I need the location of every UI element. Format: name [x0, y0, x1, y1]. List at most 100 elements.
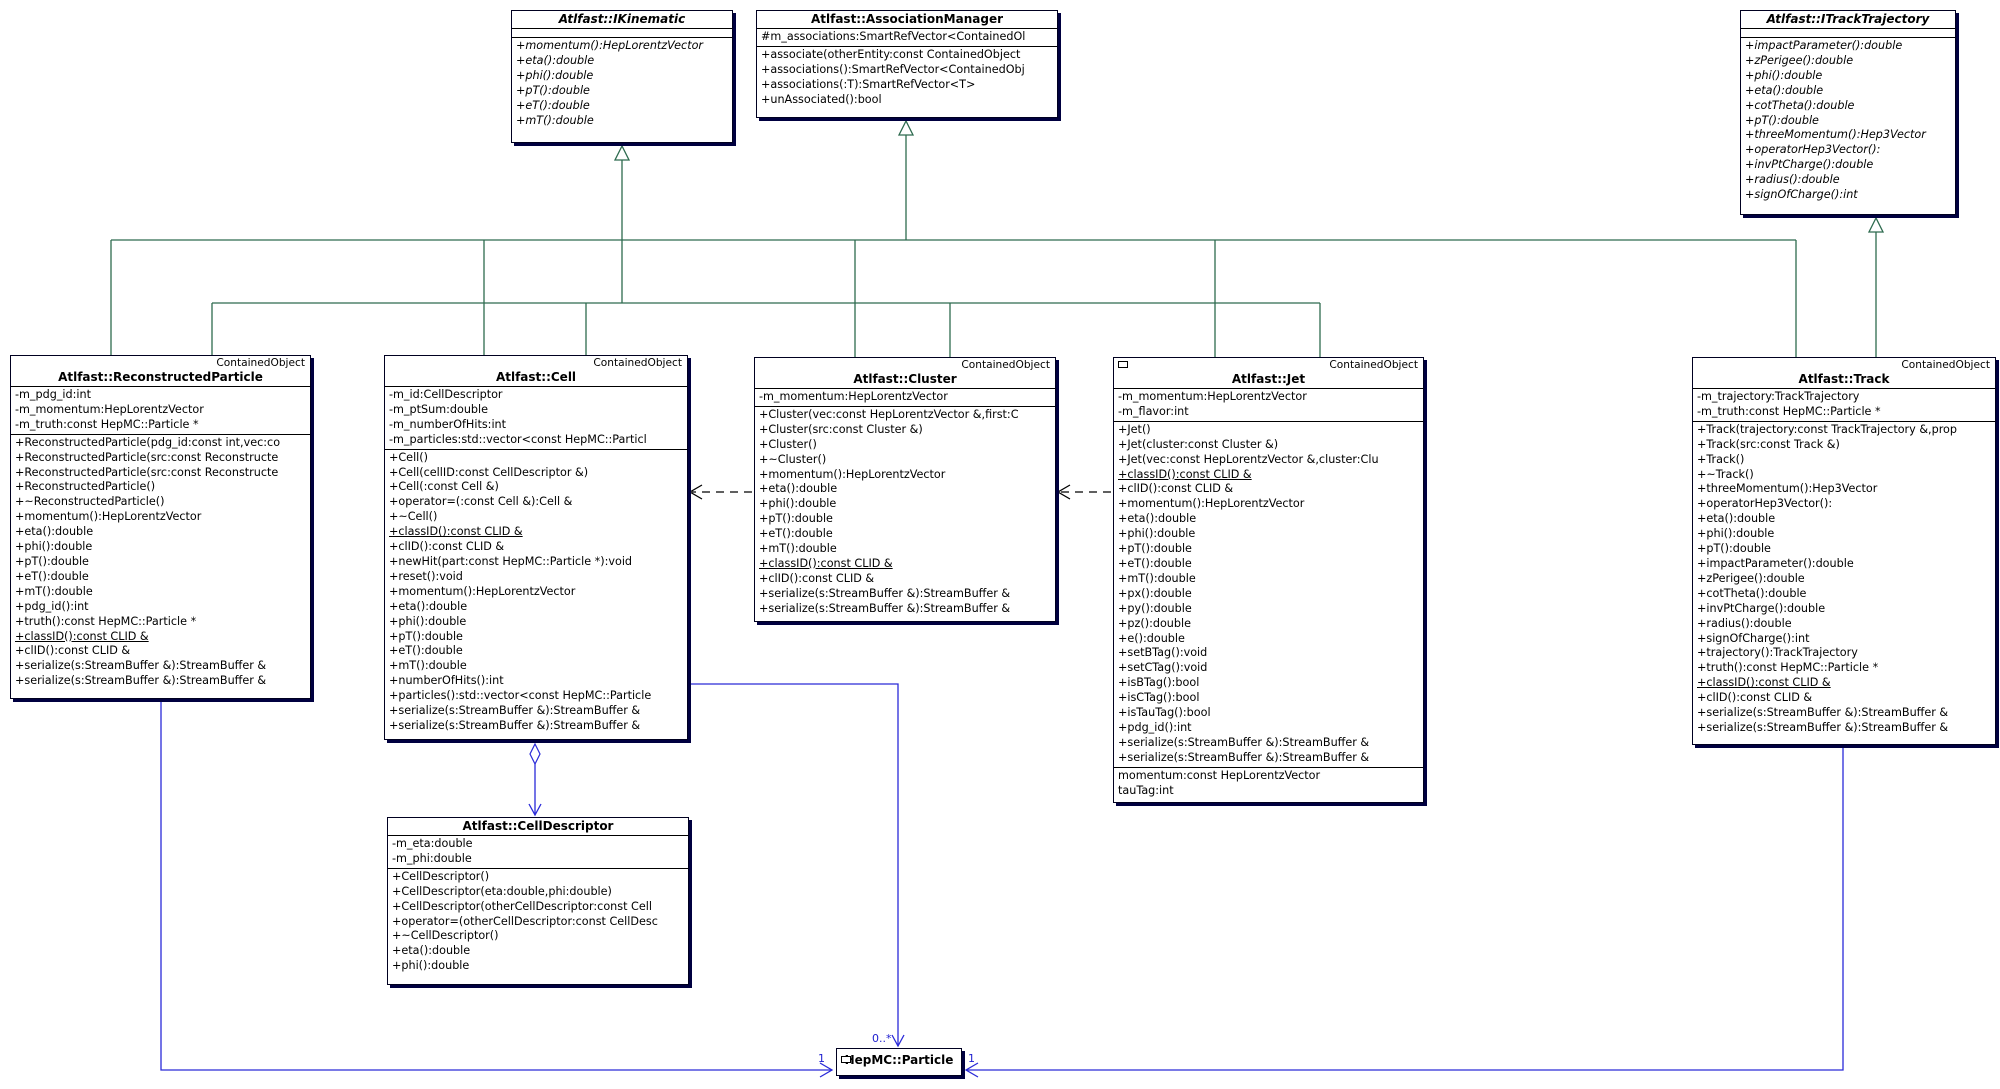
operation-row: +momentum():HepLorentzVector [516, 39, 704, 52]
class-operations-section: +impactParameter():double+zPerigee():dou… [1741, 38, 1955, 204]
attribute-row: -m_flavor:int [1118, 404, 1189, 418]
operation-row: +mT():double [759, 542, 837, 556]
attribute-row: -m_numberOfHits:int [389, 417, 507, 431]
package-icon [841, 1056, 851, 1063]
operation-row: +operatorHep3Vector(): [1745, 143, 1881, 157]
class-attributes-section: -m_eta:double-m_phi:double [388, 836, 688, 869]
attribute-row: -m_id:CellDescriptor [389, 388, 503, 401]
attribute-row: -m_momentum:HepLorentzVector [15, 402, 204, 416]
operation-row: +ReconstructedParticle(src:const Reconst… [15, 450, 279, 464]
operation-row: +~Cluster() [759, 452, 827, 466]
class-header: Atlfast::IKinematic [512, 11, 732, 29]
operation-row: +Cell() [389, 450, 429, 464]
operation-row: +eT():double [389, 644, 463, 658]
operation-row: +signOfCharge():int [1745, 188, 1858, 202]
operation-row: +eta():double [389, 599, 468, 613]
operation-row: +isBTag():bool [1118, 676, 1200, 690]
class-header: Atlfast::AssociationManager [757, 11, 1057, 29]
operation-row: +momentum():HepLorentzVector [1118, 497, 1305, 511]
operation-row: +pT():double [15, 554, 89, 568]
class-cell-descriptor[interactable]: Atlfast::CellDescriptor-m_eta:double-m_p… [387, 817, 689, 985]
operation-row: +reset():void [389, 569, 463, 583]
operation-row: +unAssociated():bool [761, 92, 882, 106]
operation-row: +clID():const CLID & [15, 644, 131, 658]
operation-row: +momentum():HepLorentzVector [15, 510, 202, 524]
operation-row: +Jet(vec:const HepLorentzVector &,cluste… [1118, 452, 1379, 466]
operation-row: +ReconstructedParticle() [15, 480, 156, 494]
operation-row: +mT():double [1118, 571, 1196, 585]
stereotype-label: ContainedObject [1901, 359, 1990, 371]
operation-row: +~CellDescriptor() [392, 929, 499, 943]
operation-row: +impactParameter():double [1745, 39, 1903, 52]
operation-row: +pT():double [1697, 542, 1771, 556]
class-name: Atlfast::AssociationManager [810, 12, 1004, 26]
operation-row: +classID():const CLID & [15, 629, 149, 643]
class-name: Atlfast::CellDescriptor [462, 819, 614, 833]
operation-row: +pT():double [1118, 542, 1192, 556]
class-operations-section: +ReconstructedParticle(pdg_id:const int,… [11, 435, 310, 690]
operation-row: +mT():double [15, 584, 93, 598]
class-attributes-section: -m_id:CellDescriptor-m_ptSum:double-m_nu… [385, 387, 687, 450]
class-itrack-trajectory[interactable]: Atlfast::ITrackTrajectory+impactParamete… [1740, 10, 1956, 215]
operation-row: +serialize(s:StreamBuffer &):StreamBuffe… [1118, 750, 1370, 764]
operation-row: +~ReconstructedParticle() [15, 495, 165, 509]
class-association-manager[interactable]: Atlfast::AssociationManager#m_associatio… [756, 10, 1058, 118]
operation-row: +CellDescriptor(eta:double,phi:double) [392, 884, 612, 898]
operation-row: +Cluster(vec:const HepLorentzVector &,fi… [759, 407, 1019, 421]
class-attributes-section: -m_trajectory:TrackTrajectory-m_truth:co… [1693, 389, 1995, 422]
operation-row: +e():double [1118, 631, 1185, 645]
stereotype-label: ContainedObject [961, 359, 1050, 371]
class-header: HepMC::Particle [837, 1049, 961, 1069]
operation-row: +pT():double [389, 629, 463, 643]
class-name: Atlfast::ITrackTrajectory [1766, 12, 1930, 26]
operation-row: +associate(otherEntity:const ContainedOb… [761, 47, 1021, 61]
class-attributes-section [1741, 29, 1955, 38]
operation-row: +numberOfHits():int [389, 674, 504, 688]
operation-row: +px():double [1118, 586, 1192, 600]
operation-row: +pT():double [516, 83, 590, 97]
class-header: Atlfast::CellDescriptor [388, 818, 688, 836]
operation-row: +phi():double [759, 497, 837, 511]
package-icon [1118, 361, 1128, 368]
operation-row: +operator=(:const Cell &):Cell & [389, 495, 573, 509]
association-track-particle [966, 747, 1844, 1071]
operation-row: +phi():double [1118, 527, 1196, 541]
operation-row: +radius():double [1697, 616, 1792, 630]
class-hepmc-particle[interactable]: HepMC::Particle [836, 1048, 962, 1076]
association-arrow-cell-particle [891, 1034, 905, 1048]
operation-row: +phi():double [389, 614, 467, 628]
operation-row: +Cell(:const Cell &) [389, 480, 499, 494]
operation-row: +signOfCharge():int [1697, 631, 1810, 645]
attribute-row: -m_momentum:HepLorentzVector [1118, 390, 1307, 403]
operation-row: +zPerigee():double [1697, 571, 1805, 585]
operation-row: +eta():double [1745, 83, 1824, 97]
class-name: Atlfast::ReconstructedParticle [58, 370, 263, 384]
class-ikinematic[interactable]: Atlfast::IKinematic+momentum():HepLorent… [511, 10, 733, 143]
operation-row: +CellDescriptor(otherCellDescriptor:cons… [392, 899, 652, 913]
operation-row: +Track() [1697, 452, 1745, 466]
operation-row: +clID():const CLID & [1697, 691, 1813, 705]
attribute-row: #m_associations:SmartRefVector<Contained… [761, 30, 1026, 43]
operation-row: +mT():double [389, 659, 467, 673]
class-attributes-section: #m_associations:SmartRefVector<Contained… [757, 29, 1057, 47]
operation-row: +particles():std::vector<const HepMC::Pa… [389, 689, 652, 703]
operation-row: +pdg_id():int [1118, 720, 1192, 734]
operation-row: +classID():const CLID & [389, 525, 523, 539]
operation-row: +momentum():HepLorentzVector [389, 584, 576, 598]
operation-row: +clID():const CLID & [389, 540, 505, 554]
operation-row: +serialize(s:StreamBuffer &):StreamBuffe… [15, 659, 267, 673]
class-name: Atlfast::Cell [495, 370, 577, 384]
class-attributes-section [512, 29, 732, 38]
operation-row: +eT():double [759, 527, 833, 541]
operation-row: +trajectory():TrackTrajectory [1697, 646, 1858, 660]
dependency-arrow-jet-cluster [1056, 484, 1071, 500]
